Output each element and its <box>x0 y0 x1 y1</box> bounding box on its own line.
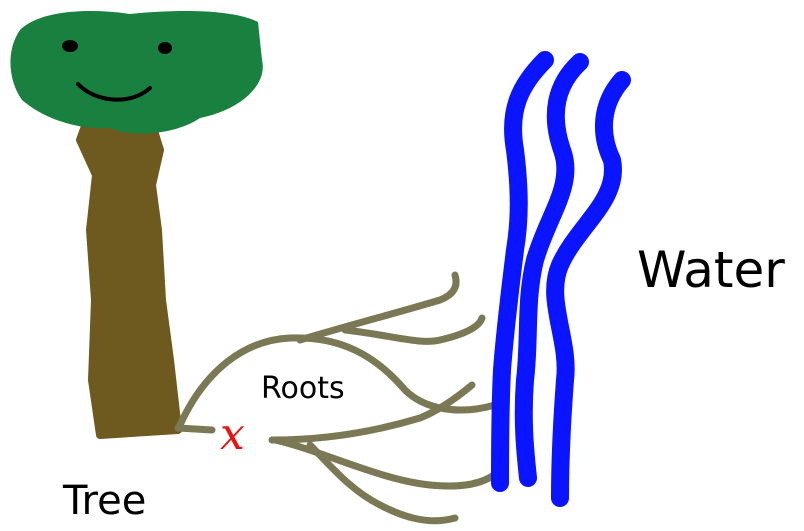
x-mark-icon: x <box>220 409 245 460</box>
roots-label: Roots <box>261 371 345 406</box>
water-streams-icon <box>500 60 622 498</box>
water-label: Water <box>637 241 785 299</box>
tree-label: Tree <box>63 478 146 524</box>
tree-icon <box>10 11 262 134</box>
tree-trunk-icon <box>80 118 178 435</box>
